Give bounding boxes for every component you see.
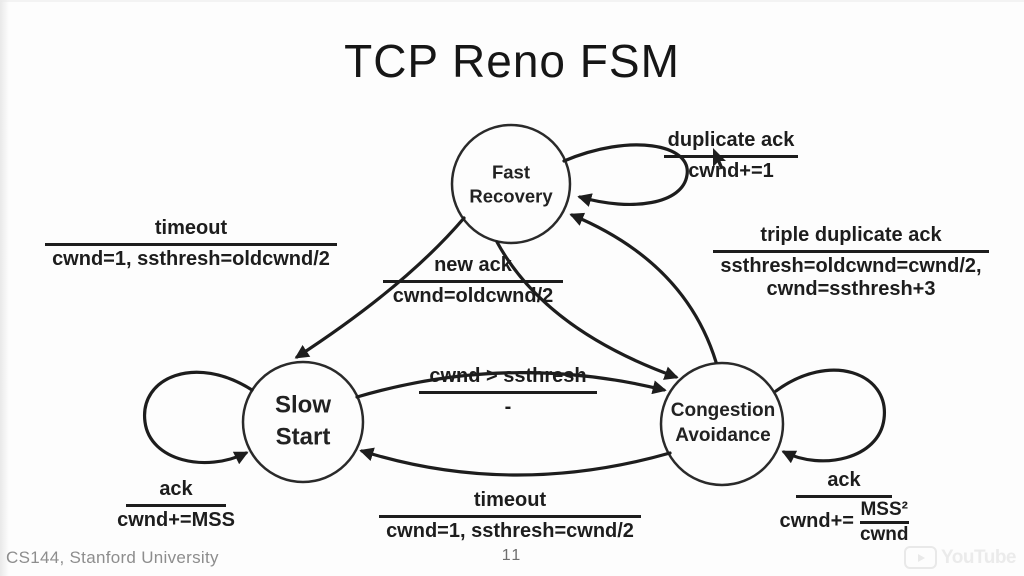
youtube-wordmark: YouTube — [941, 546, 1016, 568]
transition-label-cwnd-exceeds-ssthresh: cwnd > ssthresh - — [419, 365, 597, 419]
label-rule — [664, 154, 798, 158]
transition-label-ack-slow-start: ack cwnd+=MSS — [116, 478, 236, 532]
label-rule — [796, 494, 892, 498]
event-text: timeout — [473, 489, 547, 511]
state-circle-slow-start — [241, 360, 365, 484]
state-circle-fast-recovery — [450, 123, 572, 245]
action-text: cwnd=oldcwnd/2 — [392, 284, 554, 307]
fraction-numerator: MSS² — [860, 498, 908, 520]
mouse-cursor — [713, 148, 726, 170]
action-text: cwnd=1, ssthresh=cwnd/2 — [386, 519, 634, 542]
transition-label-timeout-fr-to-ss: timeout cwnd=1, ssthresh=oldcwnd/2 — [45, 217, 337, 271]
youtube-watermark[interactable]: YouTube — [904, 546, 1016, 569]
action-text: cwnd=1, ssthresh=oldcwnd/2 — [52, 247, 330, 270]
transition-arrow-timeout-ca-to-ss — [359, 447, 672, 477]
label-rule — [379, 514, 641, 518]
label-rule — [125, 503, 227, 507]
transition-arrow-ack-self-loop-slow-start — [143, 370, 254, 465]
action-row: cwnd+= MSS² cwnd — [760, 498, 928, 545]
frame-edge-top — [0, 0, 1024, 2]
transition-label-new-ack: new ack cwnd=oldcwnd/2 — [383, 254, 563, 308]
action-text: cwnd+=1 — [688, 159, 774, 182]
transition-arrow-timeout-fr-to-ss — [294, 216, 466, 359]
youtube-play-icon — [904, 546, 938, 569]
action-text: - — [504, 395, 512, 418]
label-rule — [383, 279, 563, 283]
fraction-bar — [859, 520, 909, 524]
state-label-slow-start: Slow Start — [274, 391, 332, 450]
transition-label-ack-congestion-avoidance: ack cwnd+= MSS² cwnd — [760, 469, 928, 544]
event-text: triple duplicate ack — [760, 224, 942, 246]
state-label-fast-recovery: Fast Recovery — [469, 161, 553, 207]
action-text: cwnd+=MSS — [117, 508, 235, 531]
slide-title: TCP Reno FSM — [344, 35, 680, 87]
state-label-congestion-avoidance: Congestion Avoidance — [670, 399, 776, 446]
fraction-denominator: cwnd — [859, 523, 909, 545]
event-text: duplicate ack — [667, 129, 795, 151]
event-text: new ack — [434, 254, 512, 276]
event-text: timeout — [154, 217, 228, 239]
event-text: cwnd > ssthresh — [429, 365, 587, 387]
label-rule — [45, 242, 337, 246]
transition-label-duplicate-ack: duplicate ack cwnd+=1 — [664, 129, 798, 183]
action-text-line1: ssthresh=oldcwnd=cwnd/2, — [720, 254, 982, 277]
event-text: ack — [827, 469, 861, 491]
transition-arrow-new-ack-fr-to-ca — [495, 240, 679, 380]
transition-arrow-duplicate-ack-self-loop — [562, 143, 689, 207]
frame-edge-left — [0, 0, 9, 576]
course-footer: CS144, Stanford University — [6, 548, 219, 567]
transition-label-triple-duplicate-ack: triple duplicate ack ssthresh=oldcwnd=cw… — [713, 224, 989, 302]
transition-arrow-triple-duplicate-ack-ca-to-fr — [569, 212, 718, 364]
transition-arrow-ack-self-loop-congestion-avoidance — [774, 368, 886, 464]
state-circle-congestion-avoidance — [659, 361, 785, 487]
event-text: ack — [159, 478, 193, 500]
action-text-line2: cwnd=ssthresh+3 — [766, 278, 936, 301]
transition-label-timeout-ca-to-ss: timeout cwnd=1, ssthresh=cwnd/2 — [379, 489, 641, 543]
slide-page-number: 11 — [501, 547, 523, 564]
label-rule — [713, 249, 989, 253]
play-triangle-icon — [918, 553, 926, 562]
fraction: MSS² cwnd — [859, 498, 909, 545]
transition-arrow-cwnd-gt-ssthresh-ss-to-ca — [355, 371, 667, 399]
action-prefix: cwnd+= — [779, 510, 854, 533]
label-rule — [419, 390, 597, 394]
